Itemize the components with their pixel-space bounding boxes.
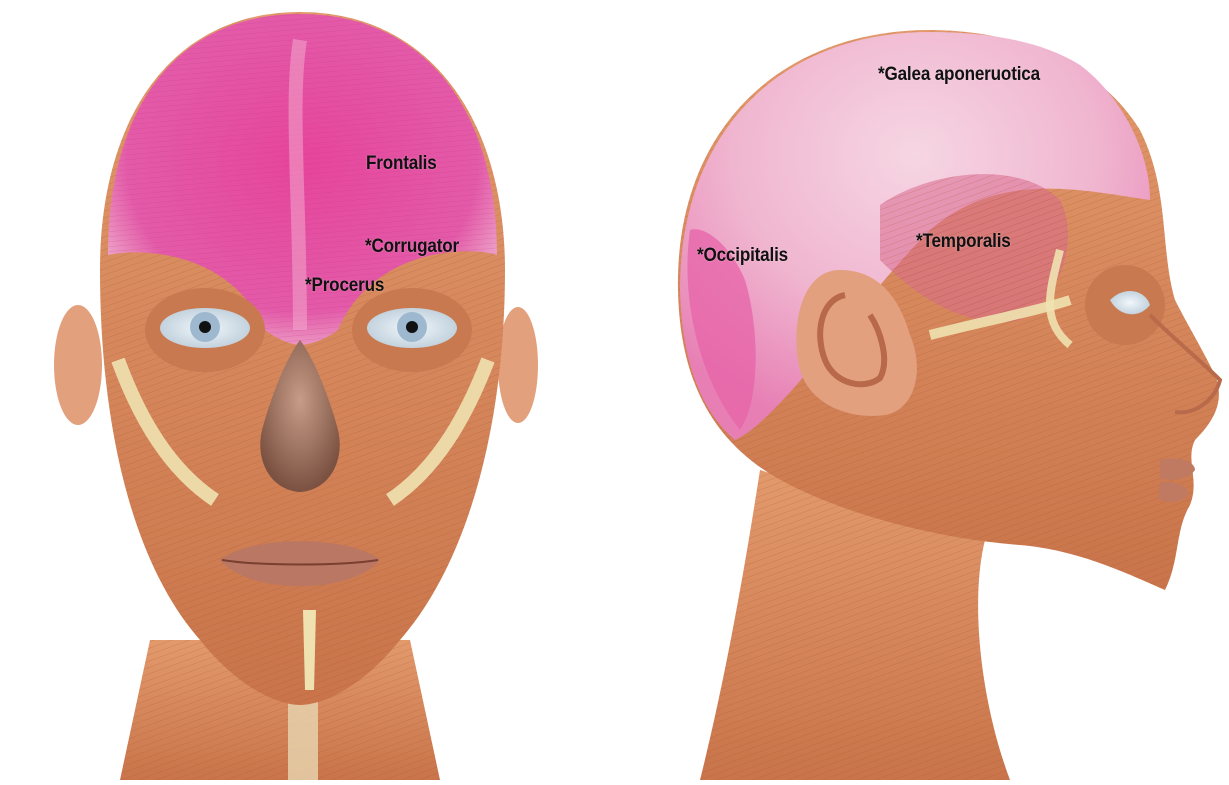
label-frontalis: Frontalis (366, 153, 437, 175)
label-temporalis: *Temporalis (916, 231, 1011, 253)
label-corrugator: *Corrugator (365, 236, 459, 258)
left-ear (54, 305, 102, 425)
label-galea-aponeruotica: *Galea aponeruotica (878, 64, 1040, 86)
label-procerus: *Procerus (305, 275, 384, 297)
right-ear (498, 307, 538, 423)
side-view-head (678, 30, 1220, 780)
side-eye (1085, 265, 1165, 345)
right-eye (352, 288, 472, 372)
front-view-head (54, 12, 538, 780)
label-occipitalis: *Occipitalis (697, 245, 788, 267)
left-eye (145, 288, 265, 372)
